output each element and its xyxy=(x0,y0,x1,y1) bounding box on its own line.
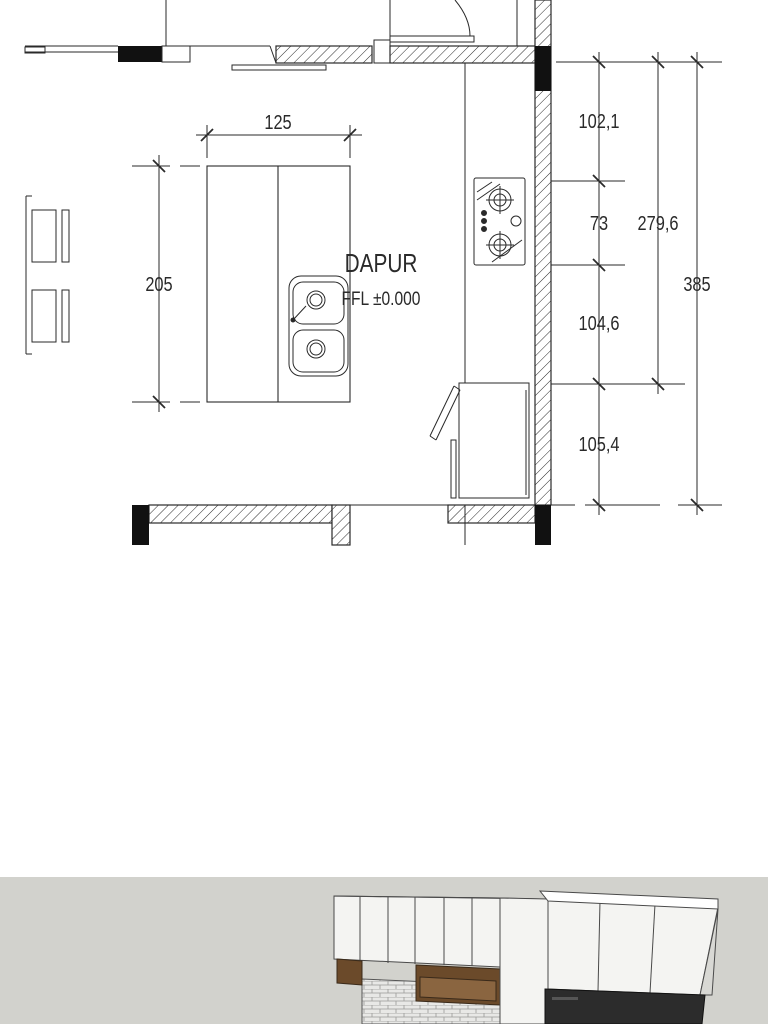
right-subtotal-label: 279,6 xyxy=(638,211,679,234)
cooktop xyxy=(473,177,526,266)
column-top-left xyxy=(118,46,162,62)
double-sink xyxy=(288,275,349,377)
top-wall-left-segment xyxy=(275,45,373,64)
bottom-wall-right-segment xyxy=(447,504,536,524)
column-top-right xyxy=(535,46,551,91)
column-bottom-left xyxy=(132,505,149,545)
dimension-right-chain xyxy=(551,52,722,515)
left-chairs xyxy=(25,195,70,355)
top-door xyxy=(231,0,518,71)
tall-cabinets xyxy=(499,890,719,1024)
right-segment-1-label: 102,1 xyxy=(579,109,620,132)
bottom-wall-left-segment xyxy=(148,504,333,524)
dimension-island-width xyxy=(196,125,362,158)
kitchen-3d-model xyxy=(333,890,719,1024)
right-segment-4-label: 105,4 xyxy=(579,432,620,455)
island-length-label: 205 xyxy=(145,272,172,295)
refrigerator xyxy=(429,382,530,499)
dark-appliance xyxy=(544,988,706,1024)
room-name: DAPUR xyxy=(345,249,418,278)
floor-level-label: FFL ±0.000 xyxy=(342,288,421,310)
wood-niches xyxy=(336,958,501,1006)
right-segment-2-label: 73 xyxy=(590,211,608,234)
kitchen-floor-plan: 125 205 xyxy=(24,0,722,546)
kitchen-3d-render xyxy=(0,877,768,1024)
dimension-island-length xyxy=(132,155,200,412)
top-left-opening xyxy=(24,0,270,63)
island-width-label: 125 xyxy=(264,110,291,133)
right-total-label: 385 xyxy=(683,272,710,295)
columns xyxy=(118,46,551,545)
top-wall-right-segment xyxy=(389,45,536,64)
bottom-wall-post xyxy=(331,504,351,546)
right-segment-3-label: 104,6 xyxy=(579,311,620,334)
column-bottom-right xyxy=(535,505,551,545)
